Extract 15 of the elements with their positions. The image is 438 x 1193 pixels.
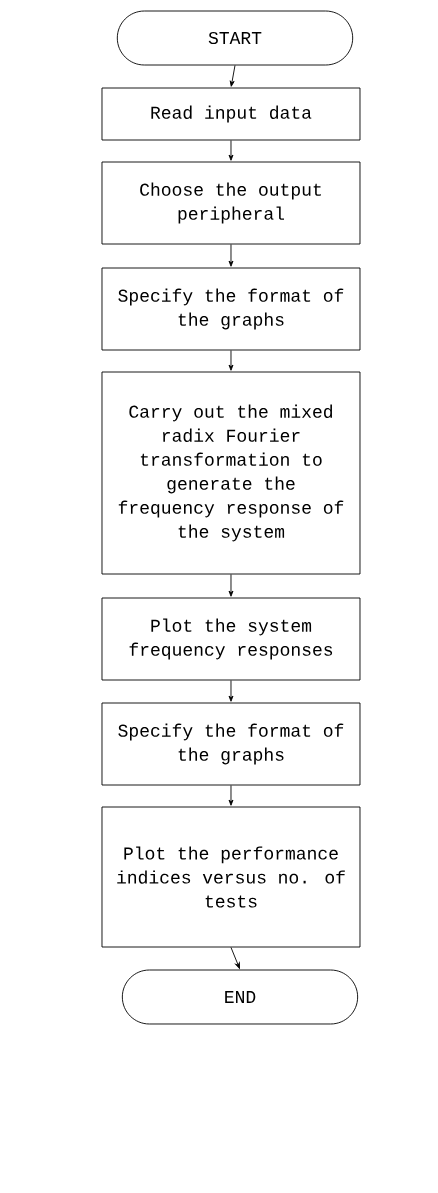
arrow <box>228 350 234 371</box>
process-box: Carry out the mixed radix Fourier transformation to generate the frequency response of the system <box>101 371 361 575</box>
process-box: Read input data <box>101 87 361 141</box>
process-box: Specify the format of the graphs <box>101 267 361 351</box>
arrow <box>228 574 234 597</box>
arrow <box>228 140 234 161</box>
process-box: Choose the output peripheral <box>101 161 361 245</box>
arrow <box>228 785 234 806</box>
process-box: Plot the system frequency responses <box>101 597 361 681</box>
process-box: Specify the format of the graphs <box>101 702 361 786</box>
arrow <box>228 244 234 267</box>
arrow <box>230 947 240 969</box>
process-box: Plot the performance indices versus no. of tests <box>101 806 361 948</box>
arrow <box>228 680 234 702</box>
arrow <box>229 65 236 87</box>
